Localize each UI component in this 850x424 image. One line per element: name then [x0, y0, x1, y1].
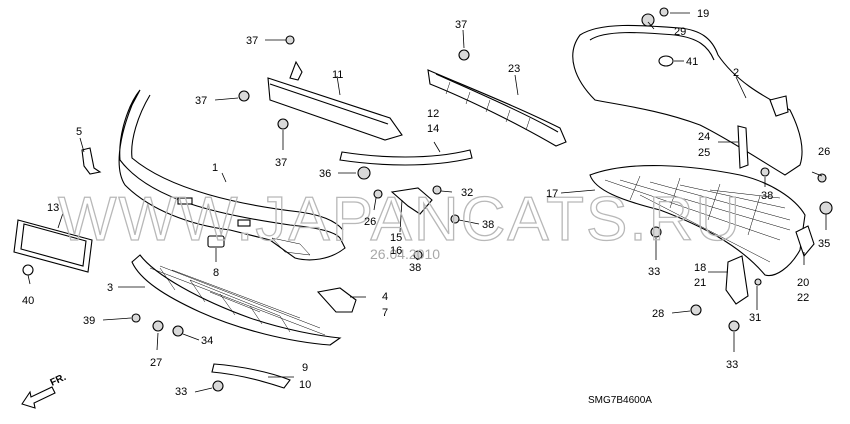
callout-35: 35 [818, 238, 830, 250]
watermark: WWW.JAPANCATS.RU [58, 185, 742, 254]
callout-14: 14 [427, 123, 439, 135]
reinforcement-beam [427, 69, 567, 147]
fog-light-cover [316, 287, 357, 313]
callout-34: 34 [201, 335, 213, 347]
callout-37c: 37 [195, 95, 207, 107]
callout-22: 22 [797, 292, 809, 304]
date-stamp: 26.04.2010 [370, 246, 440, 262]
callout-25: 25 [698, 147, 710, 159]
rear-diffuser-grille [589, 164, 806, 277]
callout-38b: 38 [482, 219, 494, 231]
callout-28: 28 [652, 308, 664, 320]
callout-17: 17 [546, 188, 558, 200]
callout-9: 9 [302, 362, 308, 374]
rear-reflector [795, 225, 815, 258]
upper-beam [267, 60, 403, 141]
callout-19: 19 [697, 8, 709, 20]
rear-bracket [737, 125, 749, 169]
callout-labels: 1 2 3 4 5 7 8 9 10 11 12 13 14 15 16 17 … [22, 8, 830, 398]
rear-bumper-face [572, 24, 803, 176]
front-direction-indicator: FR. [21, 372, 68, 409]
callout-15: 15 [390, 232, 402, 244]
license-plate-base [13, 219, 93, 273]
callout-38c: 38 [409, 262, 421, 274]
front-bumper-face [118, 89, 346, 261]
lower-molding [211, 363, 291, 389]
callout-33b: 33 [726, 359, 738, 371]
callout-26a: 26 [364, 216, 376, 228]
lower-grille [131, 254, 342, 346]
callout-23: 23 [508, 63, 520, 75]
callout-1: 1 [212, 162, 218, 174]
callout-24: 24 [698, 131, 710, 143]
callout-16: 16 [390, 245, 402, 257]
callout-41: 41 [686, 56, 698, 68]
callout-4: 4 [382, 291, 388, 303]
callout-39: 39 [83, 315, 95, 327]
callout-5: 5 [76, 126, 82, 138]
callout-11: 11 [332, 69, 343, 81]
arrow-down-left-icon [21, 386, 56, 409]
callout-7: 7 [382, 307, 388, 319]
callout-26b: 26 [818, 146, 830, 158]
callout-37d: 37 [275, 157, 287, 169]
upper-molding-strip [339, 149, 473, 166]
direction-label: FR. [49, 372, 68, 389]
callout-10: 10 [299, 379, 311, 391]
leader-lines [57, 12, 827, 393]
o-ring [658, 55, 674, 67]
fasteners [131, 7, 833, 392]
callout-20: 20 [797, 277, 809, 289]
side-bracket-clip [81, 147, 102, 175]
callout-3: 3 [107, 282, 113, 294]
callout-8: 8 [213, 267, 219, 279]
diagram-code: SMG7B4600A [588, 395, 652, 406]
lower-rear-bracket [725, 255, 749, 305]
callout-37b: 37 [455, 19, 467, 31]
callout-33a: 33 [648, 266, 660, 278]
callout-36: 36 [319, 168, 331, 180]
callout-31: 31 [749, 312, 761, 324]
plug-clip [207, 235, 225, 248]
callout-37a: 37 [246, 35, 258, 47]
screw-40 [22, 264, 34, 285]
callout-13: 13 [47, 202, 59, 214]
callout-27: 27 [150, 357, 162, 369]
callout-18: 18 [694, 262, 706, 274]
callout-32: 32 [461, 187, 473, 199]
callout-2: 2 [733, 67, 739, 79]
callout-12: 12 [427, 108, 439, 120]
callout-40: 40 [22, 295, 34, 307]
callout-38a: 38 [761, 190, 773, 202]
callout-33c: 33 [175, 386, 187, 398]
callout-21: 21 [694, 277, 706, 289]
callout-29: 29 [674, 26, 686, 38]
corner-bracket [390, 187, 433, 215]
